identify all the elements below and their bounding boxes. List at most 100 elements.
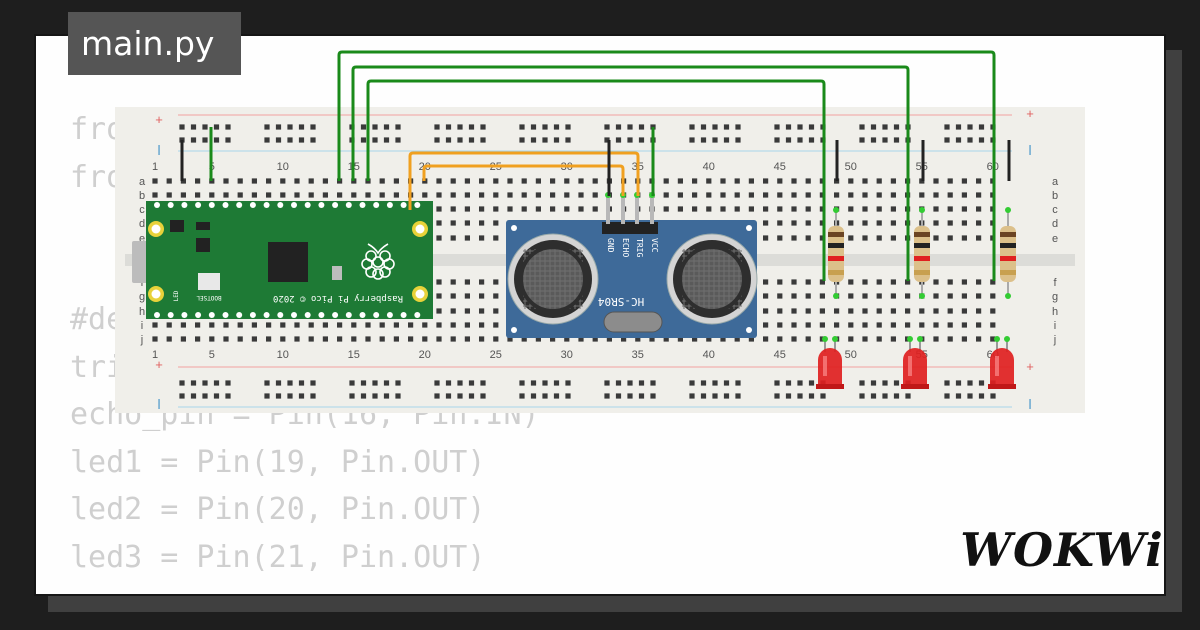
bootsel-label: BOOTSEL: [196, 294, 222, 301]
rail-hole: [519, 380, 525, 386]
pico-pin-bottom: [195, 312, 202, 318]
row-letter-right: h: [1052, 306, 1058, 318]
rail-hole: [434, 393, 440, 399]
column-number-top: 45: [774, 161, 786, 173]
terminal-hole: [976, 336, 982, 342]
row-letter-right: g: [1052, 291, 1058, 303]
sensor-mount-hole: [511, 225, 517, 231]
terminal-hole: [408, 322, 414, 328]
pico-pin-bottom: [277, 312, 284, 318]
terminal-hole: [464, 206, 470, 212]
terminal-hole: [450, 192, 456, 198]
terminal-hole: [933, 322, 939, 328]
terminal-hole: [535, 336, 541, 342]
raspberry-logo-part: [365, 266, 377, 278]
row-letter-left: h: [139, 306, 145, 318]
terminal-hole: [862, 336, 868, 342]
terminal-hole: [535, 178, 541, 184]
terminal-hole: [763, 279, 769, 285]
terminal-hole: [890, 308, 896, 314]
terminal-hole: [195, 322, 201, 328]
pico-pin-top: [249, 202, 256, 208]
pico-pin-bottom: [414, 312, 421, 318]
resistors-and-leds[interactable]: [816, 207, 1016, 389]
terminal-hole: [976, 235, 982, 241]
terminal-hole: [976, 192, 982, 198]
terminal-hole: [578, 178, 584, 184]
raspberry-logo-part: [372, 256, 384, 268]
resistor-band: [828, 232, 844, 237]
pico-pin-top: [332, 202, 339, 208]
rail-hole: [893, 380, 900, 386]
orange-wire-echo[interactable]: [422, 164, 625, 196]
terminal-hole: [479, 206, 485, 212]
row-letter-right: a: [1052, 176, 1059, 188]
terminal-hole: [777, 220, 783, 226]
rail-hole: [808, 393, 815, 399]
column-number-bottom: 1: [152, 349, 158, 361]
rail-hole: [468, 393, 475, 399]
terminal-hole: [393, 178, 399, 184]
terminal-hole: [422, 192, 428, 198]
rail-hole: [372, 124, 378, 130]
terminal-hole: [990, 322, 996, 328]
terminal-hole: [294, 178, 300, 184]
green-wire-led2[interactable]: [351, 65, 910, 281]
terminal-hole: [663, 336, 669, 342]
pico-component: [196, 222, 210, 230]
rail-hole: [689, 380, 695, 386]
sensor-mount-hole: [511, 327, 517, 333]
rail-hole: [287, 137, 293, 143]
terminal-hole: [791, 293, 797, 299]
terminal-hole: [351, 192, 357, 198]
green-wire-led3[interactable]: [337, 50, 996, 281]
rail-hole: [638, 393, 645, 399]
terminal-hole: [535, 192, 541, 198]
terminal-hole: [521, 336, 527, 342]
rail-hole: [310, 124, 316, 130]
green-wire-led1[interactable]: [366, 79, 826, 281]
terminal-hole: [479, 220, 485, 226]
terminal-hole: [308, 178, 314, 184]
pico-pin-top: [195, 202, 202, 208]
pico-pin-bottom: [345, 312, 352, 318]
column-number-top: 50: [845, 161, 857, 173]
pico-pin-top: [181, 202, 188, 208]
orange-wire-trig[interactable]: [408, 151, 640, 210]
rail-hole: [383, 380, 390, 386]
rail-hole: [310, 393, 316, 399]
terminal-hole: [805, 192, 811, 198]
terminal-hole: [223, 322, 229, 328]
terminal-hole: [777, 293, 783, 299]
rail-hole: [530, 393, 537, 399]
terminal-hole: [450, 336, 456, 342]
file-tab-main-py[interactable]: main.py: [68, 12, 241, 75]
terminal-hole: [436, 322, 442, 328]
column-number-bottom: 5: [209, 349, 215, 361]
wokwi-logo-text: WOKWi: [960, 523, 1163, 577]
red-led: [818, 348, 842, 388]
rail-hole: [264, 137, 270, 143]
resistor-pin-dot: [1005, 207, 1011, 213]
pico-pin-bottom: [359, 312, 366, 318]
terminal-hole: [564, 192, 570, 198]
rail-hole: [712, 137, 718, 143]
wires[interactable]: [180, 50, 1011, 281]
terminal-hole: [379, 322, 385, 328]
terminal-hole: [180, 192, 186, 198]
terminal-hole: [763, 308, 769, 314]
rail-hole: [882, 137, 888, 143]
rail-hole: [859, 137, 865, 143]
resistor-band: [914, 243, 930, 248]
terminal-hole: [862, 206, 868, 212]
pico-pin-bottom: [291, 312, 297, 318]
terminal-hole: [564, 178, 570, 184]
terminal-hole: [479, 322, 485, 328]
red-led: [903, 348, 927, 388]
rail-hole: [604, 124, 610, 130]
rail-hole: [434, 124, 440, 130]
terminal-hole: [862, 235, 868, 241]
terminal-hole: [748, 336, 754, 342]
